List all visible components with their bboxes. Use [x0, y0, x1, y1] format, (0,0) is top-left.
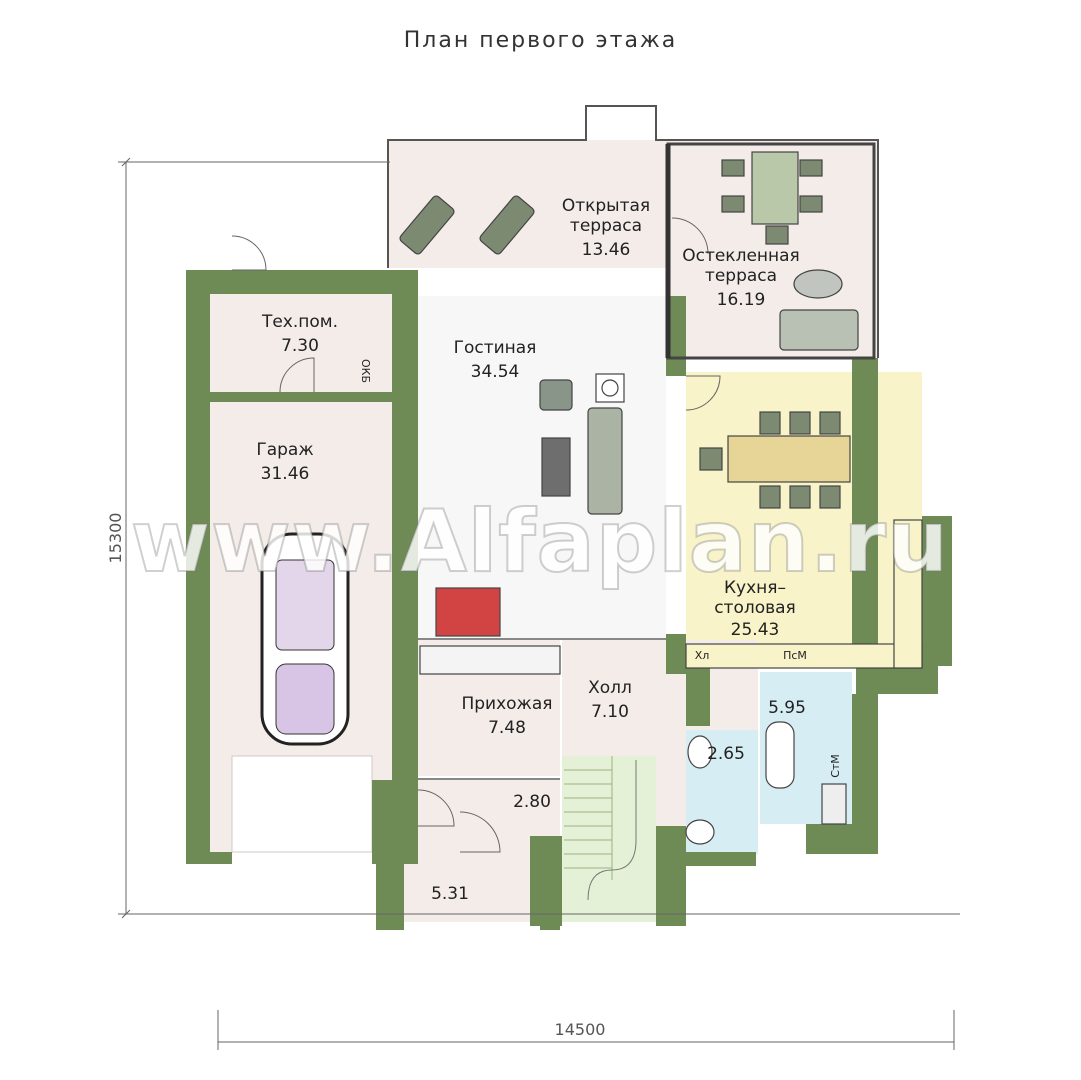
- room-porch-area: 5.31: [431, 884, 469, 904]
- walls: [186, 270, 952, 930]
- room-open-terrace-area: 13.46: [581, 240, 631, 260]
- garage-gate-floor: [231, 755, 373, 853]
- room-kitchen-area: 25.43: [730, 620, 780, 640]
- doors: [231, 217, 721, 853]
- dishwasher-mark: ПсМ: [783, 649, 807, 662]
- lounger-2: [479, 195, 535, 255]
- room-kitchen-name: Кухня– столовая: [714, 578, 796, 618]
- washbasin: [687, 735, 713, 769]
- car: [260, 532, 350, 746]
- bathtub: [765, 721, 795, 789]
- room-garage-area: 31.46: [260, 464, 310, 484]
- room-entrance: Прихожая 7.48: [452, 694, 562, 738]
- room-hall-area: 7.10: [591, 702, 629, 722]
- kitchen-dining-table: [727, 435, 851, 483]
- washer-mark: СтМ: [829, 754, 842, 778]
- porch-floor: [404, 852, 540, 922]
- room-tech-name: Тех.пом.: [261, 312, 339, 332]
- room-garage: Гараж 31.46: [240, 440, 330, 484]
- room-bathroom-area: 2.65: [707, 744, 745, 764]
- room-living-area: 34.54: [470, 362, 520, 382]
- toilet: [685, 819, 715, 845]
- room-kitchen: Кухня– столовая 25.43: [690, 578, 820, 640]
- lounger-1: [399, 195, 455, 255]
- room-open-terrace-name: Открытая терраса: [561, 196, 651, 236]
- room-wardrobe-area: 5.95: [768, 698, 806, 718]
- washer: [821, 783, 847, 825]
- kitchen-counter-side: [893, 519, 923, 669]
- room-living: Гостиная 34.54: [430, 338, 560, 382]
- room-living-name: Гостиная: [453, 338, 537, 358]
- room-hall: Холл 7.10: [570, 678, 650, 722]
- stairs: [564, 756, 637, 901]
- stairs-floor: [562, 756, 656, 922]
- room-garage-name: Гараж: [256, 440, 314, 460]
- sofa: [587, 407, 623, 515]
- armchair: [539, 379, 573, 411]
- dimension-lines: [118, 157, 960, 1050]
- tech-room-floor: [210, 292, 392, 392]
- page-title: План первого этажа: [403, 28, 678, 53]
- coffee-table: [541, 437, 571, 497]
- room-entrance-name: Прихожая: [461, 694, 553, 714]
- kitchen-counter: [685, 643, 923, 669]
- room-glazed-terrace-name: Остекленная терраса: [682, 246, 800, 286]
- terrace-outline: [387, 105, 879, 360]
- room-entrance-area: 7.48: [488, 718, 526, 738]
- room-glazed-terrace: Остекленная терраса 16.19: [676, 246, 806, 310]
- room-tech-area: 7.30: [281, 336, 319, 356]
- wardrobe-rail: [419, 645, 561, 675]
- terrace-coffee-table: [793, 269, 843, 299]
- room-open-terrace: Открытая терраса 13.46: [546, 196, 666, 260]
- room-tech: Тех.пом. 7.30: [240, 312, 360, 356]
- okb-mark: ОКБ: [359, 359, 372, 384]
- room-glazed-terrace-area: 16.19: [716, 290, 766, 310]
- room-hall-name: Холл: [588, 678, 632, 698]
- fridge-mark: Хл: [694, 649, 710, 662]
- room-vestibule-area: 2.80: [513, 792, 551, 812]
- watermark: www.Alfaplan.ru: [130, 491, 950, 593]
- terrace-sofa: [779, 309, 859, 351]
- tv-unit: [595, 373, 625, 403]
- fireplace: [435, 587, 501, 637]
- dining-table-terrace: [751, 151, 799, 225]
- dimension-width: 14500: [554, 1020, 606, 1039]
- furniture: [399, 151, 923, 845]
